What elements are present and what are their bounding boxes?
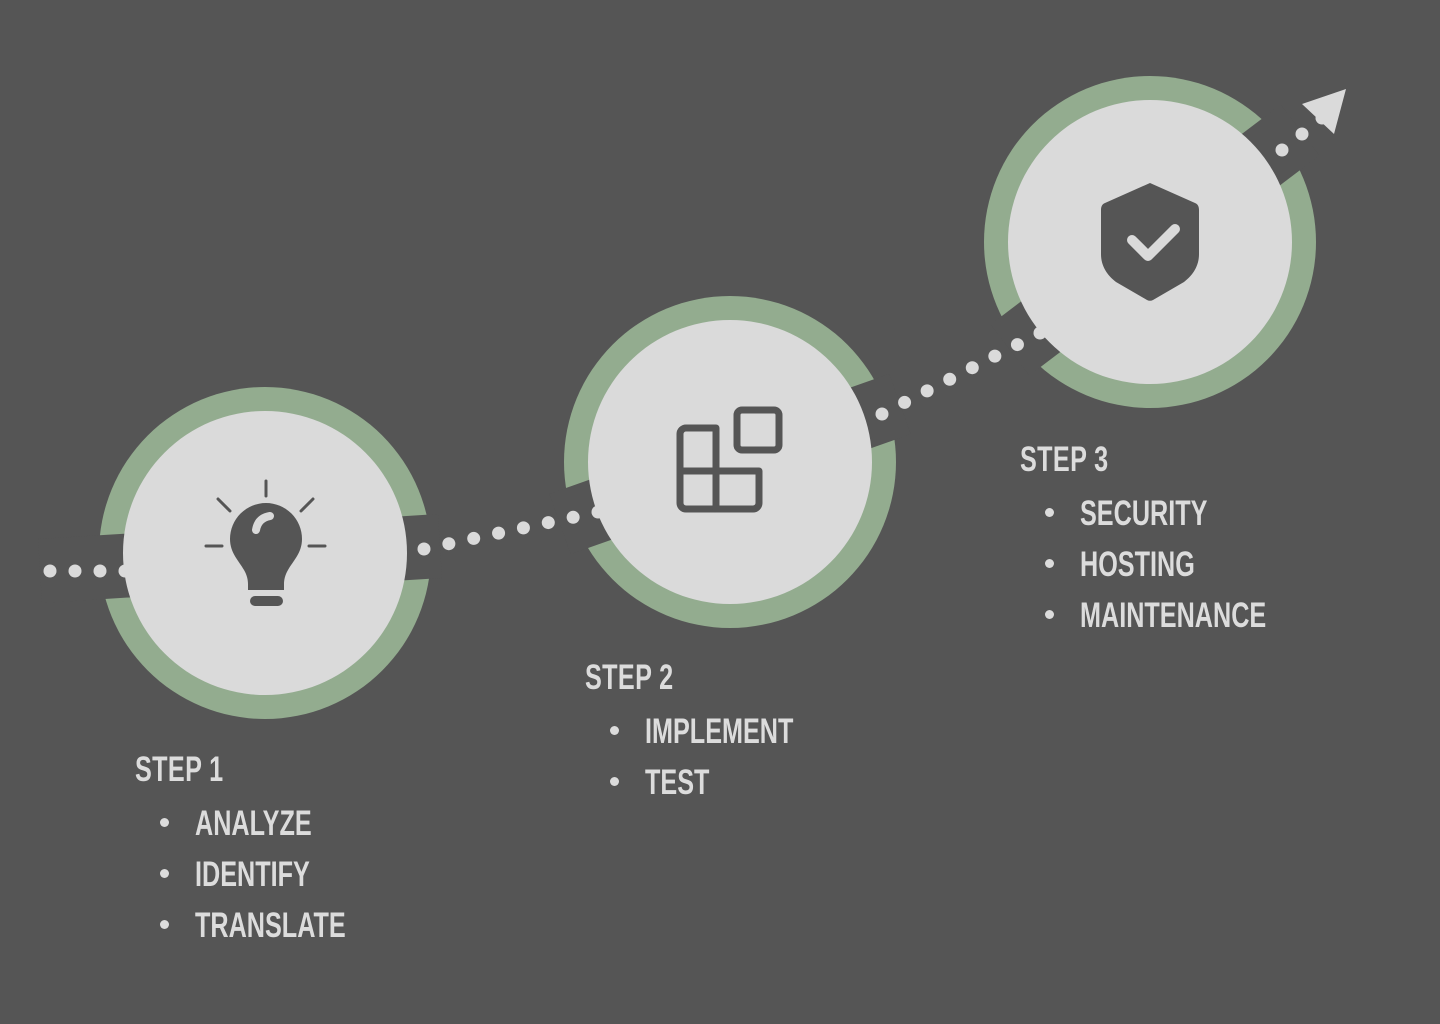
path-dot [943,372,957,386]
step-disc [588,320,872,604]
shield-check-icon [1101,183,1199,301]
item-label: IMPLEMENT [645,712,794,751]
step-items: SECURITY HOSTING MAINTENANCE [1020,494,1266,647]
path-dot [541,516,555,530]
path-dot [516,521,530,535]
path-dot [68,564,82,578]
path-dot [898,395,912,409]
bullet-icon [1045,508,1054,517]
bullet-icon [160,869,169,878]
bullet-icon [1045,559,1054,568]
path-dot [467,531,481,545]
path-dot [1295,127,1309,141]
list-item: MAINTENANCE [1020,596,1266,647]
bullet-icon [610,777,619,786]
item-label: TEST [645,763,710,802]
step-items: IMPLEMENT TEST [585,712,793,814]
step-1: STEP 1 ANALYZE IDENTIFY TRANSLATE [135,750,346,957]
bullet-icon [160,920,169,929]
path-dot [965,361,979,375]
path-dot [93,564,107,578]
bullet-icon [1045,610,1054,619]
list-item: SECURITY [1020,494,1207,545]
item-label: IDENTIFY [195,855,310,894]
arrowhead-icon [1302,89,1346,134]
path-dot [417,542,431,556]
path-dot [591,505,605,519]
path-dot [442,537,456,551]
list-item: HOSTING [1020,545,1195,596]
path-dot [566,510,580,524]
list-item: IMPLEMENT [585,712,793,763]
item-label: MAINTENANCE [1080,596,1267,635]
step-2: STEP 2 IMPLEMENT TEST [585,658,793,814]
step-title: STEP 1 [135,750,224,789]
path-dot [118,564,132,578]
path-dot [43,564,57,578]
path-dot [1275,143,1289,157]
path-dot [920,384,934,398]
list-item: IDENTIFY [135,855,310,906]
path-dot [492,526,506,540]
bullet-icon [610,726,619,735]
item-label: SECURITY [1080,494,1208,533]
item-label: ANALYZE [195,804,312,843]
path-dot [875,407,889,421]
lightbulb-icon [204,479,327,606]
step-title: STEP 3 [1020,440,1109,479]
path-dot [1010,338,1024,352]
step-3: STEP 3 SECURITY HOSTING MAINTENANCE [1020,440,1266,647]
path-dot [1033,326,1047,340]
item-label: HOSTING [1080,545,1195,584]
blocks-icon [676,406,783,513]
path-dot [988,349,1002,363]
bullet-icon [160,818,169,827]
item-label: TRANSLATE [195,906,346,945]
list-item: TEST [585,763,710,814]
step-items: ANALYZE IDENTIFY TRANSLATE [135,804,346,957]
list-item: ANALYZE [135,804,312,855]
list-item: TRANSLATE [135,906,346,957]
step-title: STEP 2 [585,658,674,697]
